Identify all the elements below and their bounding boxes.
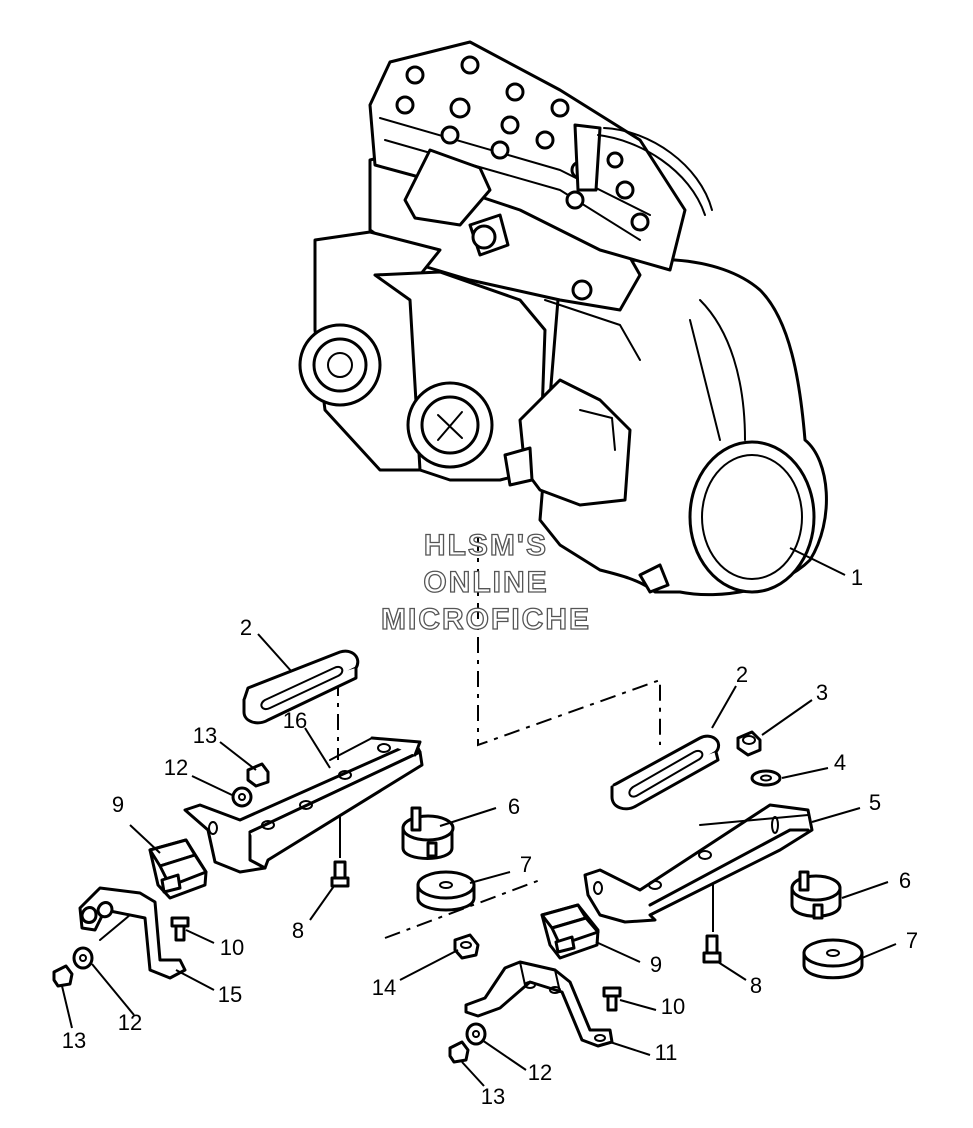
nut-left-top[interactable] [246, 762, 270, 788]
spacer-right[interactable] [802, 938, 864, 980]
mounting-plate-left[interactable] [242, 649, 360, 725]
watermark: HLSM'S ONLINE MICROFICHE [380, 528, 591, 636]
callout-15-bracket-left[interactable]: 15 [218, 982, 242, 1007]
callout-10-screw-lower[interactable]: 10 [661, 994, 685, 1019]
callout-13-nut-left-bottom[interactable]: 13 [62, 1028, 86, 1053]
nut-lower[interactable] [448, 1040, 470, 1064]
callout-8-bolt-center[interactable]: 8 [292, 918, 304, 943]
engine-bracket-lower[interactable] [464, 960, 614, 1048]
callout-2-plate-left[interactable]: 2 [240, 615, 252, 640]
callout-6-mount-center[interactable]: 6 [508, 794, 520, 819]
callout-12-washer-lower[interactable]: 12 [528, 1060, 552, 1085]
screw-lower[interactable] [602, 986, 622, 1012]
callout-16-bracket-center[interactable]: 16 [283, 708, 307, 733]
watermark-line2: ONLINE [423, 566, 548, 599]
bolt-right[interactable] [702, 934, 722, 964]
washer-left-bottom[interactable] [72, 946, 94, 970]
callout-7-spacer-center[interactable]: 7 [520, 852, 532, 877]
watermark-line1: HLSM'S [424, 529, 548, 562]
watermark-line3: MICROFICHE [381, 603, 591, 636]
engine-bracket-left[interactable] [78, 886, 187, 980]
callout-2-plate-right[interactable]: 2 [736, 662, 748, 687]
callout-13-nut-left-top[interactable]: 13 [193, 723, 217, 748]
spacer-center[interactable] [416, 870, 476, 912]
head-bolts [395, 55, 650, 232]
rubber-mount-lower[interactable] [540, 903, 600, 960]
leader-lines [61, 547, 897, 1087]
callout-8-bolt-right[interactable]: 8 [750, 973, 762, 998]
engine-bracket-center[interactable] [183, 736, 424, 874]
callout-11-bracket-lower[interactable]: 11 [655, 1040, 678, 1065]
mounting-plate-right[interactable] [610, 734, 721, 811]
nut-top[interactable] [736, 730, 762, 757]
callout-3-nut[interactable]: 3 [816, 680, 828, 705]
screw-left[interactable] [170, 916, 190, 942]
nut-center[interactable] [453, 933, 480, 960]
callout-1-engine[interactable]: 1 [851, 565, 863, 590]
nut-left-bottom[interactable] [52, 964, 74, 988]
callout-10-screw-left[interactable]: 10 [220, 935, 244, 960]
callout-labels: 1 2 2 3 4 5 6 6 7 7 8 8 9 9 10 10 11 12 … [62, 565, 918, 1109]
bolt-center[interactable] [330, 860, 350, 888]
callout-7-spacer-right[interactable]: 7 [906, 928, 918, 953]
rubber-mount-right[interactable] [790, 870, 842, 920]
callout-14-nut-center[interactable]: 14 [372, 975, 396, 1000]
callout-4-washer[interactable]: 4 [834, 750, 846, 775]
callout-6-mount-right[interactable]: 6 [899, 868, 911, 893]
washer-left-top[interactable] [231, 786, 253, 808]
callout-12-washer-left-bottom[interactable]: 12 [118, 1010, 142, 1035]
engine-bracket-right[interactable] [583, 803, 814, 924]
callout-12-washer-left-top[interactable]: 12 [164, 755, 188, 780]
engine-assembly[interactable] [298, 40, 828, 597]
washer-top[interactable] [750, 769, 782, 787]
callout-5-bracket[interactable]: 5 [869, 790, 881, 815]
callout-13-nut-lower[interactable]: 13 [481, 1084, 505, 1109]
washer-lower[interactable] [465, 1022, 487, 1046]
rubber-mount-center[interactable] [401, 806, 455, 860]
rubber-mount-left[interactable] [148, 838, 208, 900]
callout-9-mount-left[interactable]: 9 [112, 792, 124, 817]
callout-9-mount-lower[interactable]: 9 [650, 952, 662, 977]
